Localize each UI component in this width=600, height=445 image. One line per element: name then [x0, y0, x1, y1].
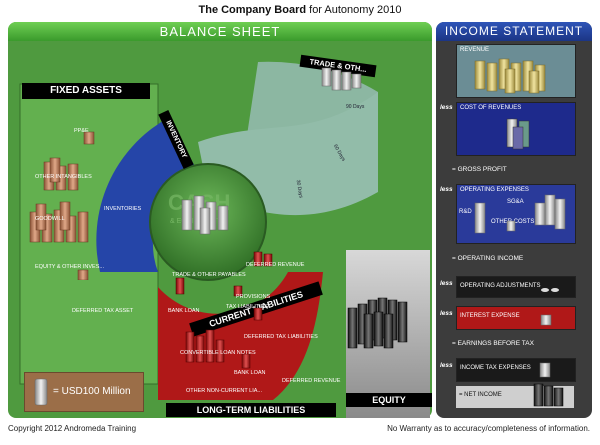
revenue-box: REVENUE [456, 44, 576, 98]
footer-disclaimer: No Warranty as to accuracy/completeness … [387, 424, 590, 433]
label-deferred-tax-asset: DEFERRED TAX ASSET [72, 308, 134, 314]
label-deferred-revenue-cl: DEFERRED REVENUE [246, 262, 305, 268]
cost-of-revenues-box: COST OF REVENUES [456, 102, 576, 156]
equity-banner: EQUITY [346, 393, 432, 407]
fixed-assets-coins [29, 131, 95, 280]
operating-adjustments-coins [541, 288, 559, 292]
label-tax-liabilities: TAX LIABILITIES [226, 304, 269, 310]
page-title: The Company Board for Autonomy 2010 [198, 4, 402, 16]
operating-income-label: = OPERATING INCOME [452, 255, 524, 262]
revenue-coins [474, 58, 546, 94]
cost-of-revenues-coins [506, 118, 530, 150]
operating-adjustments-box: OPERATING ADJUSTMENTS [456, 276, 576, 298]
less-interest-expense: less [440, 310, 453, 317]
label-ppe: PP&E [74, 128, 89, 134]
cash-coins [181, 195, 229, 235]
label-goodwill: GOODWILL [35, 216, 65, 222]
legend-box: = USD100 Million [24, 372, 144, 412]
equity-coins [347, 297, 408, 349]
other-costs-label: OTHER COSTS (NET) [491, 219, 552, 225]
income-tax-label: INCOME TAX EXPENSES [460, 365, 531, 371]
label-bank-loan-cl: BANK LOAN [168, 308, 200, 314]
fixed-assets-banner: FIXED ASSETS [22, 83, 150, 99]
legend-text: = USD100 Million [53, 386, 131, 397]
rnd-label: R&D [459, 209, 472, 215]
less-operating-expenses: less [440, 186, 453, 193]
net-income-box: = NET INCOME [456, 383, 574, 408]
sga-label: SG&A [507, 199, 524, 205]
label-other-noncurrent: OTHER NON-CURRENT LIA... [186, 388, 262, 394]
label-equity-investments: EQUITY & OTHER INVES... [35, 264, 104, 270]
days-label-90: 90 Days [346, 104, 365, 110]
less-cost-of-revenues: less [440, 104, 453, 111]
label-provisions: PROVISIONS [236, 294, 271, 300]
ebt-label: = EARNINGS BEFORE TAX [452, 340, 534, 347]
label-inventories: INVENTORIES [104, 206, 142, 212]
label-convertible-loan-notes: CONVERTIBLE LOAN NOTES [180, 350, 256, 356]
income-tax-box: INCOME TAX EXPENSES [456, 358, 576, 382]
net-income-label: = NET INCOME [459, 392, 502, 398]
revenue-label: REVENUE [460, 47, 490, 53]
receivable-coins [321, 67, 362, 91]
income-tax-coin [539, 362, 551, 378]
label-other-intangibles: OTHER INTANGIBLES [35, 174, 92, 180]
less-income-tax: less [440, 362, 453, 369]
inventory-arc [96, 118, 198, 272]
label-trade-payables: TRADE & OTHER PAYABLES [172, 272, 246, 278]
legend-coin-icon [34, 378, 48, 406]
interest-expense-label: INTEREST EXPENSE [460, 313, 520, 319]
label-deferred-tax-liabilities: DEFERRED TAX LIABILITIES [244, 334, 318, 340]
label-bank-loan-ltl: BANK LOAN [234, 370, 266, 376]
liabilities-coins [175, 251, 273, 369]
interest-expense-coin [540, 314, 552, 326]
income-statement-header: INCOME STATEMENT [436, 22, 592, 41]
ppe-coin-stack [83, 131, 95, 145]
operating-expenses-coins [474, 194, 566, 234]
operating-expenses-box: OPERATING EXPENSES SG&A R&D OTHER COSTS … [456, 184, 576, 244]
operating-adjustments-label: OPERATING ADJUSTMENTS [460, 283, 541, 289]
operating-expenses-label: OPERATING EXPENSES [460, 187, 529, 193]
net-income-coins [533, 383, 564, 407]
balance-sheet-header: BALANCE SHEET [8, 22, 432, 41]
label-deferred-revenue-ltl: DEFERRED REVENUE [282, 378, 341, 384]
gross-profit-label: = GROSS PROFIT [452, 166, 507, 173]
long-term-liabilities-banner: LONG-TERM LIABILITIES [166, 403, 336, 417]
footer-copyright: Copyright 2012 Andromeda Training [8, 424, 137, 433]
cost-of-revenues-label: COST OF REVENUES [460, 105, 522, 111]
less-operating-adjustments: less [440, 280, 453, 287]
interest-expense-box: INTEREST EXPENSE [456, 306, 576, 330]
